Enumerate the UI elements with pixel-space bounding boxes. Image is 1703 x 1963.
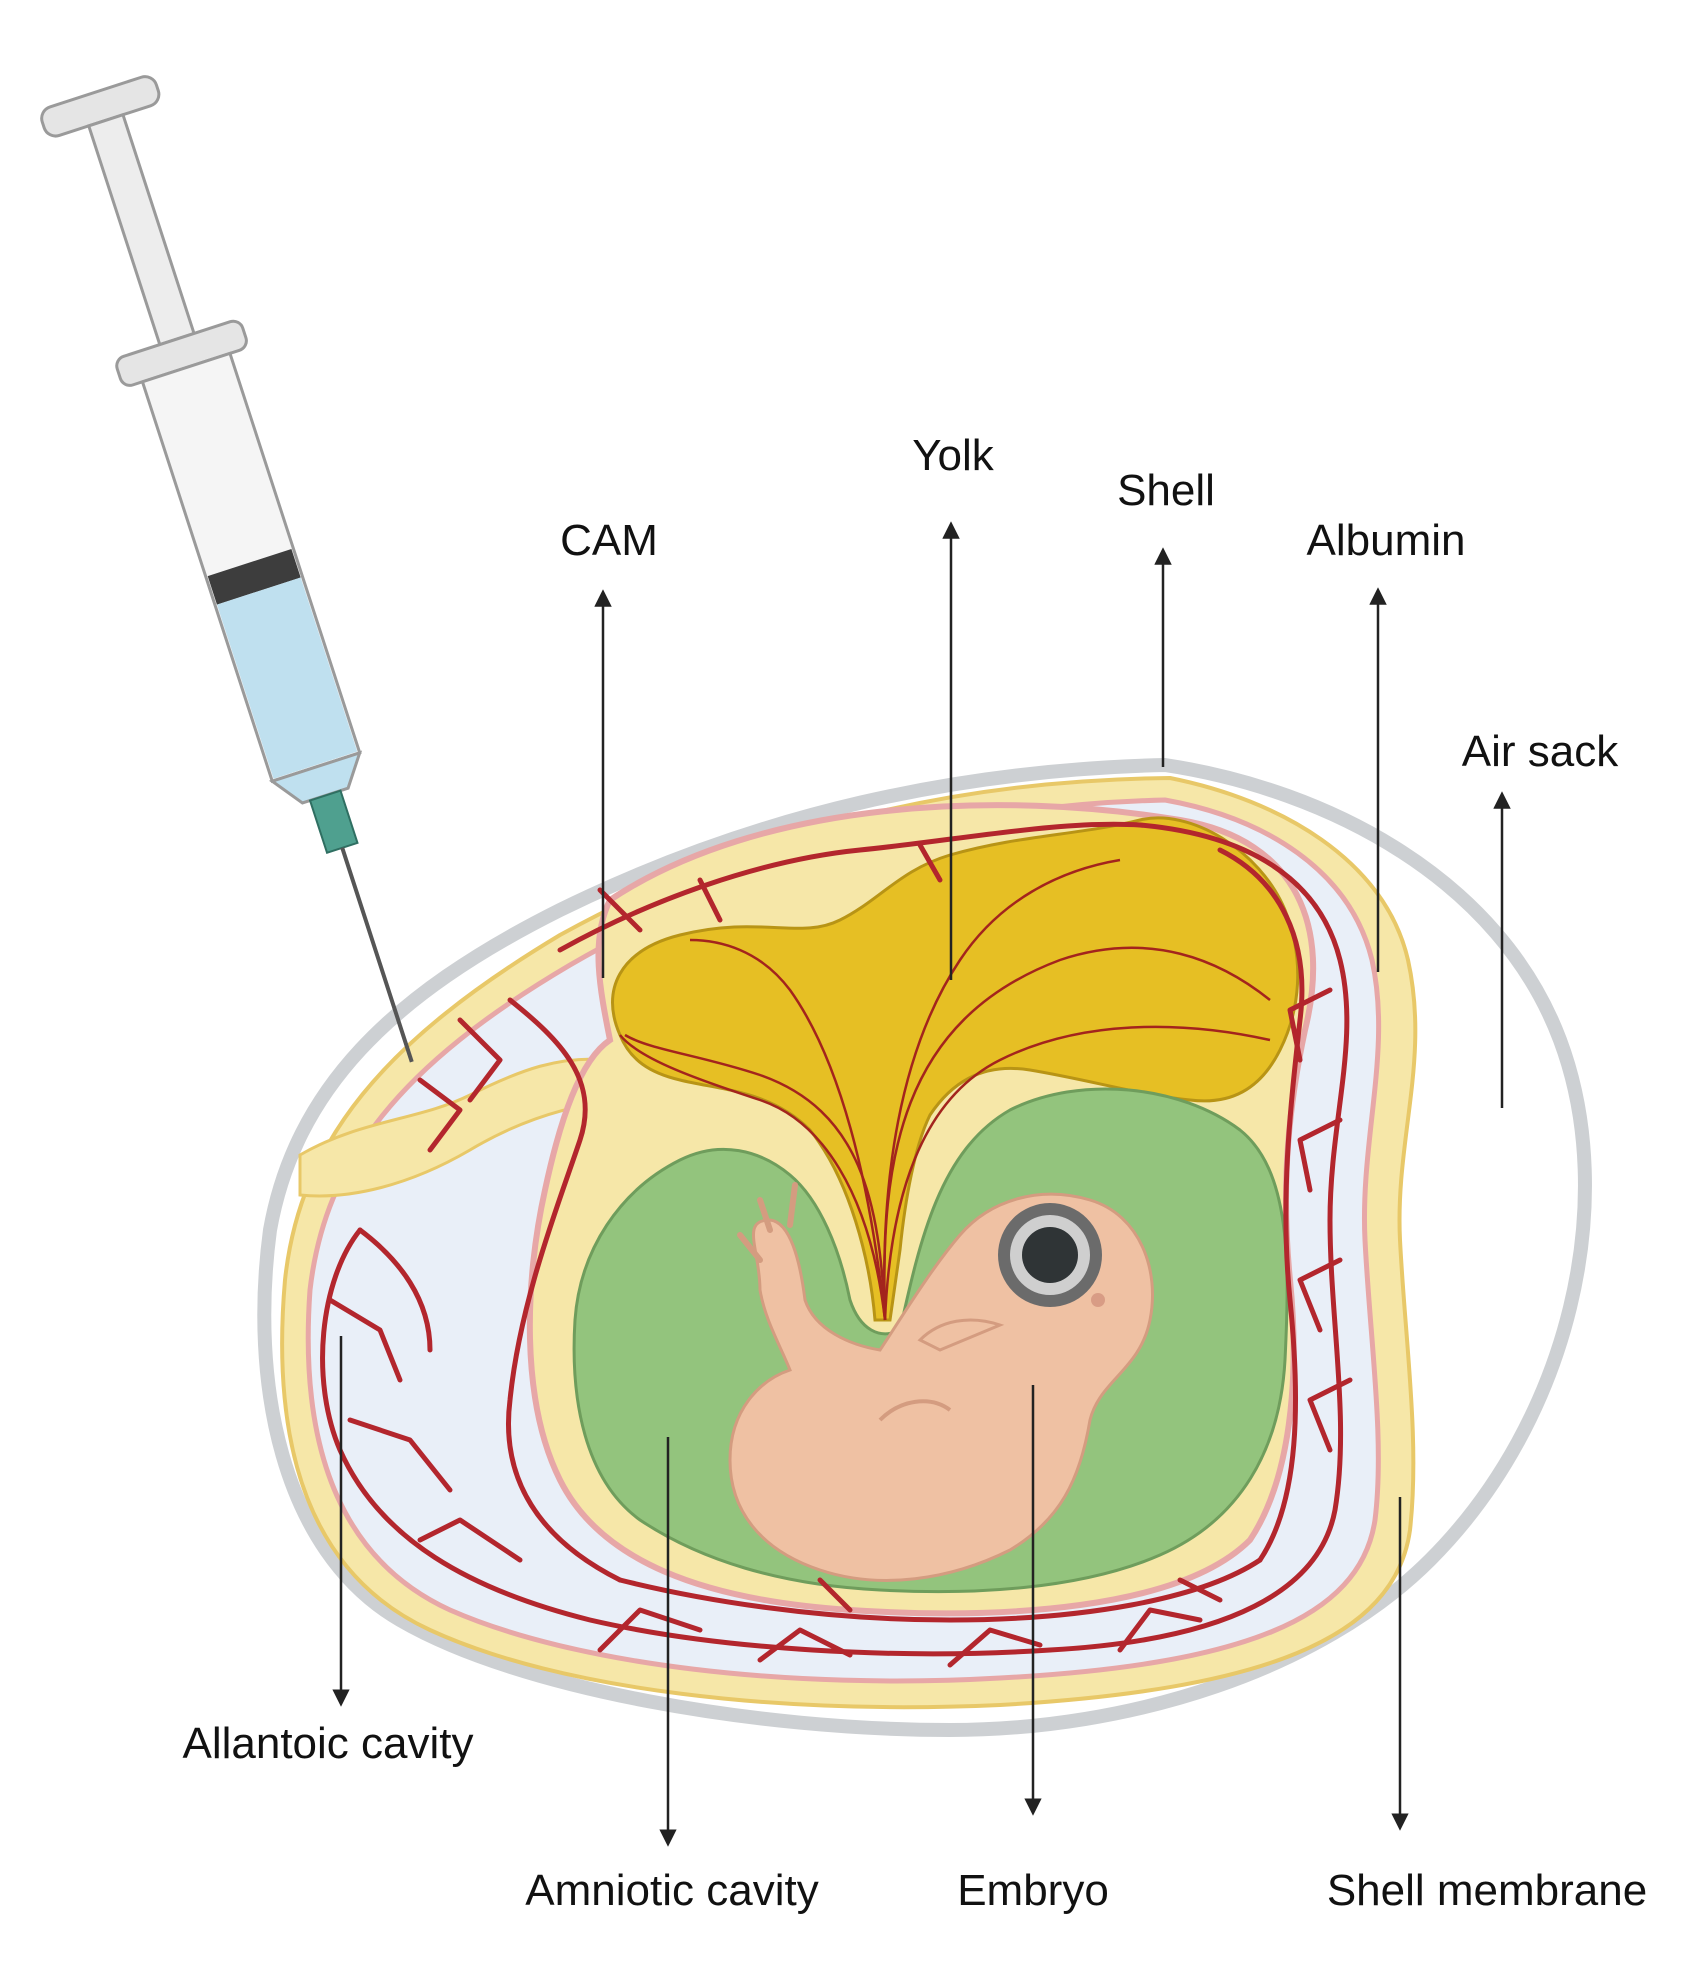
label-shell-membrane: Shell membrane [1327, 1866, 1647, 1915]
syringe-icon [40, 75, 414, 1063]
pointer-arrows [332, 521, 1511, 1847]
label-albumin: Albumin [1307, 516, 1466, 565]
yolk-vessels [619, 858, 1271, 1321]
label-allantoic-cavity: Allantoic cavity [182, 1719, 473, 1768]
label-yolk: Yolk [912, 431, 995, 480]
label-amniotic-cavity: Amniotic cavity [525, 1866, 818, 1915]
label-cam: CAM [560, 516, 658, 565]
yolk-sac [611, 816, 1300, 1322]
chick-embryo-icon [728, 1182, 1154, 1582]
label-embryo: Embryo [957, 1866, 1109, 1915]
blood-vessels [320, 821, 1353, 1668]
label-shell: Shell [1117, 466, 1215, 515]
label-air-sack: Air sack [1462, 727, 1619, 776]
